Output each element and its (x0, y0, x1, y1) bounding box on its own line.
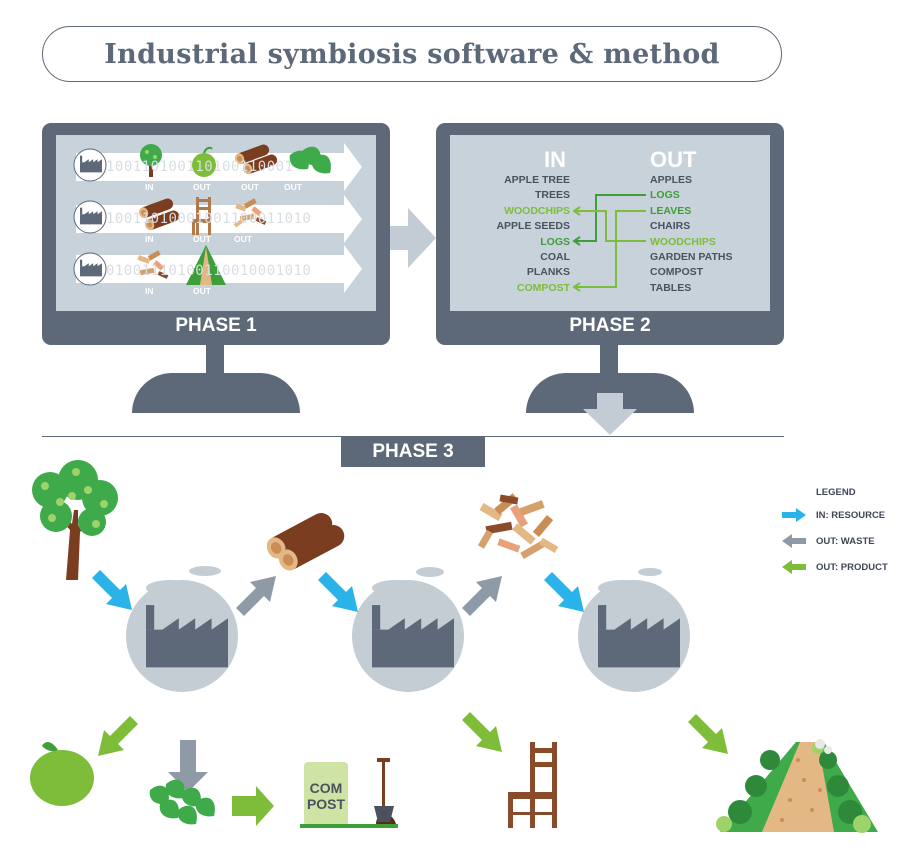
apple-icon (30, 742, 94, 806)
logs-icon (263, 509, 349, 574)
page-title: Industrial symbiosis software & method (104, 38, 720, 70)
out-item: GARDEN PATHS (650, 251, 733, 264)
leaves-icon (149, 779, 215, 825)
apple-tree-icon (32, 460, 118, 580)
arrow-right-icon (390, 208, 436, 268)
factory-1 (126, 566, 238, 692)
factory-3 (578, 568, 690, 692)
in-list: APPLE TREE TREES WOODCHIPS APPLE SEEDS L… (466, 173, 570, 296)
row3-tag-in: IN (145, 286, 154, 296)
row1-tag-out: OUT (241, 182, 259, 192)
out-item: CHAIRS (650, 220, 691, 233)
phase2-stand-neck (600, 345, 618, 375)
row2-tag-out: OUT (193, 234, 211, 244)
in-item: COMPOST (516, 281, 570, 294)
arrow-left-icon (782, 560, 806, 574)
row1-tag-out: OUT (284, 182, 302, 192)
phase3-diagram (30, 460, 878, 833)
out-item: TABLES (650, 281, 692, 294)
out-item: LOGS (650, 189, 680, 202)
title-banner: Industrial symbiosis software & method (42, 26, 782, 82)
factory-2 (352, 567, 464, 692)
woodchips-icon (233, 198, 267, 228)
section-divider (42, 436, 784, 437)
apple-icon (192, 146, 216, 177)
garden-path-icon (716, 739, 878, 833)
row2-tag-in: IN (145, 234, 154, 244)
phase2-label: PHASE 2 (569, 315, 651, 336)
phase1-label: PHASE 1 (175, 315, 257, 336)
match-connectors (572, 194, 646, 292)
phase2-monitor: PHASE 2 IN OUT APPLE TREE TREES WOODCHIP… (436, 123, 784, 413)
compost-label-line: COM (309, 780, 343, 796)
garden-path-icon (186, 245, 226, 285)
in-header: IN (544, 147, 566, 172)
phase2-screen (450, 135, 770, 311)
legend-item-waste: OUT: WASTE (782, 534, 912, 548)
in-item: TREES (534, 189, 570, 202)
out-item: APPLES (650, 174, 693, 186)
row3-tag-out: OUT (193, 286, 211, 296)
legend-item-product: OUT: PRODUCT (782, 560, 912, 574)
out-list: APPLES LOGS LEAVES CHAIRS WOODCHIPS GARD… (650, 173, 760, 296)
legend-label: OUT: WASTE (816, 535, 875, 547)
row1-tag-in: IN (145, 182, 154, 192)
out-item: COMPOST (650, 266, 704, 279)
arrow-left-icon (782, 534, 806, 548)
in-item: APPLE TREE (504, 174, 570, 186)
in-item: WOODCHIPS (504, 204, 570, 217)
out-item: LEAVES (650, 204, 692, 217)
phase1-rows-graphic (73, 143, 362, 293)
binary-row-1: 100110100110100110001 (106, 159, 294, 175)
row1-tag-out: OUT (193, 182, 211, 192)
chair-icon (192, 197, 211, 235)
phase3-label: PHASE 3 (372, 441, 454, 462)
chair-icon (508, 742, 557, 828)
row2-tag-out: OUT (234, 234, 252, 244)
in-item: COAL (540, 251, 570, 264)
out-item: WOODCHIPS (650, 235, 716, 248)
in-item: PLANKS (526, 266, 570, 279)
in-item: LOGS (540, 235, 570, 248)
legend-item-resource: IN: RESOURCE (782, 508, 912, 522)
phase3-tab: PHASE 3 (341, 437, 485, 467)
phase1-stand-base (132, 373, 300, 413)
shovel-icon (374, 758, 394, 822)
product-arrows (98, 712, 728, 826)
legend-label: OUT: PRODUCT (816, 561, 888, 573)
legend-title: LEGEND (816, 487, 856, 498)
phase1-monitor: PHASE 1 (42, 123, 390, 413)
binary-row-2: 10011010001001100011010 (106, 211, 312, 227)
legend: LEGEND IN: RESOURCE OUT: WASTE OUT: PROD… (782, 487, 912, 574)
out-header: OUT (650, 147, 697, 172)
legend-label: IN: RESOURCE (816, 509, 886, 521)
tree-icon (140, 144, 162, 177)
phase1-stand-neck (206, 345, 224, 375)
woodchips-icon (477, 493, 559, 559)
factory-icon (73, 148, 107, 286)
in-item: APPLE SEEDS (496, 220, 570, 233)
compost-label: COM POST (304, 780, 348, 812)
compost-label-line: POST (306, 796, 346, 812)
arrow-right-icon (782, 508, 806, 522)
binary-row-3: 01001110100110010001010 (106, 263, 312, 279)
waste-arrows (168, 576, 502, 792)
arrow-down-icon (583, 393, 637, 435)
woodchips-icon (137, 250, 169, 279)
